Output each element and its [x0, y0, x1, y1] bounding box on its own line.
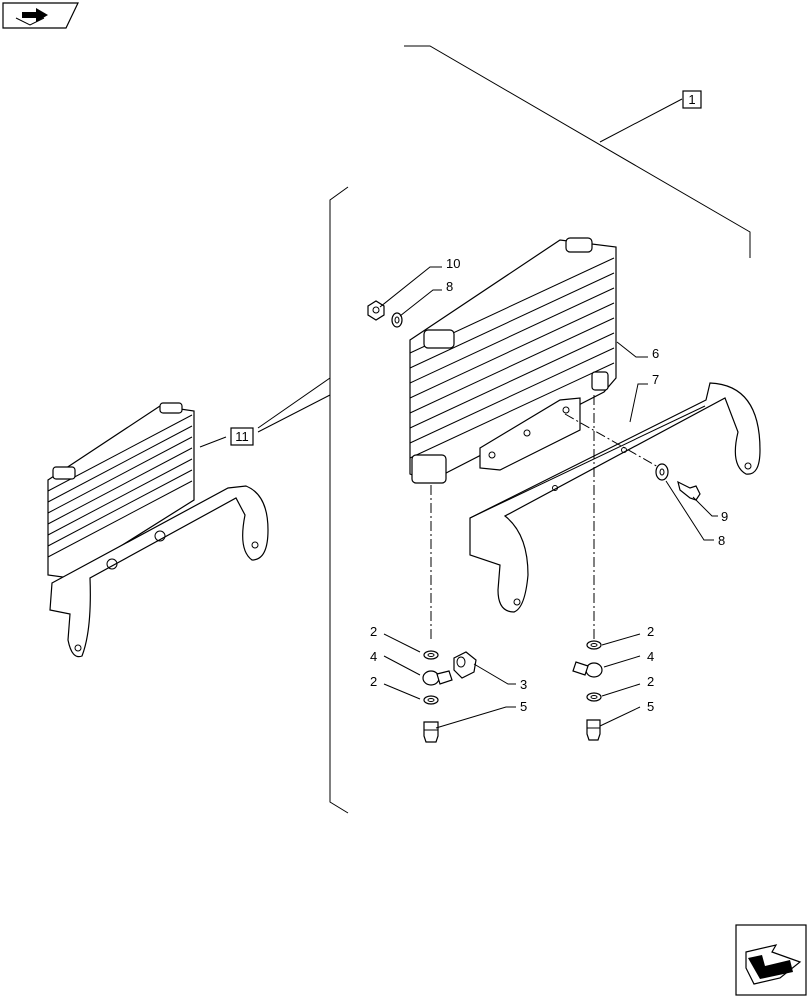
- mounting-bracket: [469, 382, 761, 613]
- small-mounting-bracket: [49, 485, 269, 658]
- washer-2-left-upper: [423, 650, 439, 660]
- washer-8-right: [655, 463, 669, 481]
- reference-label-cooler-assembly: 11: [235, 429, 249, 444]
- reference-box-cooler-assembly[interactable]: [230, 427, 254, 446]
- previous-page-arrow-icon: [15, 8, 48, 26]
- washer-2-right-lower: [586, 692, 602, 702]
- callout-8-top: 8: [446, 279, 453, 294]
- callout-6: 6: [652, 346, 659, 361]
- callout-2-left-upper: 2: [370, 624, 377, 639]
- washer-2-right-upper: [586, 640, 602, 650]
- oil-cooler: [409, 237, 617, 484]
- washer-8-top: [391, 312, 403, 328]
- banjo-fitting-4-left: [422, 670, 453, 686]
- adapter-3: [453, 651, 477, 679]
- banjo-bolt-5-right: [586, 719, 601, 741]
- small-oil-cooler: [47, 402, 227, 579]
- callout-2-left-lower: 2: [370, 674, 377, 689]
- bolt-9: [677, 480, 701, 501]
- callout-9: 9: [721, 509, 728, 524]
- next-page-button[interactable]: [735, 924, 807, 996]
- previous-page-button[interactable]: [2, 2, 79, 29]
- banjo-fitting-4-right: [572, 661, 603, 678]
- group-bracket: [329, 186, 349, 814]
- callout-5-right: 5: [647, 699, 654, 714]
- nut-10: [367, 300, 385, 321]
- callout-2-right-upper: 2: [647, 624, 654, 639]
- callout-4-right: 4: [647, 649, 654, 664]
- reference-box-assembly[interactable]: [682, 90, 702, 109]
- washer-2-left-lower: [423, 695, 439, 705]
- callout-10: 10: [446, 256, 460, 271]
- callout-5-left: 5: [520, 699, 527, 714]
- callout-2-right-lower: 2: [647, 674, 654, 689]
- reference-label-assembly: 1: [688, 92, 695, 107]
- callout-8-right: 8: [718, 533, 725, 548]
- callout-4-left: 4: [370, 649, 377, 664]
- leader-line-assembly: [404, 45, 751, 258]
- banjo-bolt-5-left: [423, 721, 439, 743]
- callout-7: 7: [652, 372, 659, 387]
- callout-3: 3: [520, 677, 527, 692]
- next-page-arrow-icon: [745, 944, 802, 985]
